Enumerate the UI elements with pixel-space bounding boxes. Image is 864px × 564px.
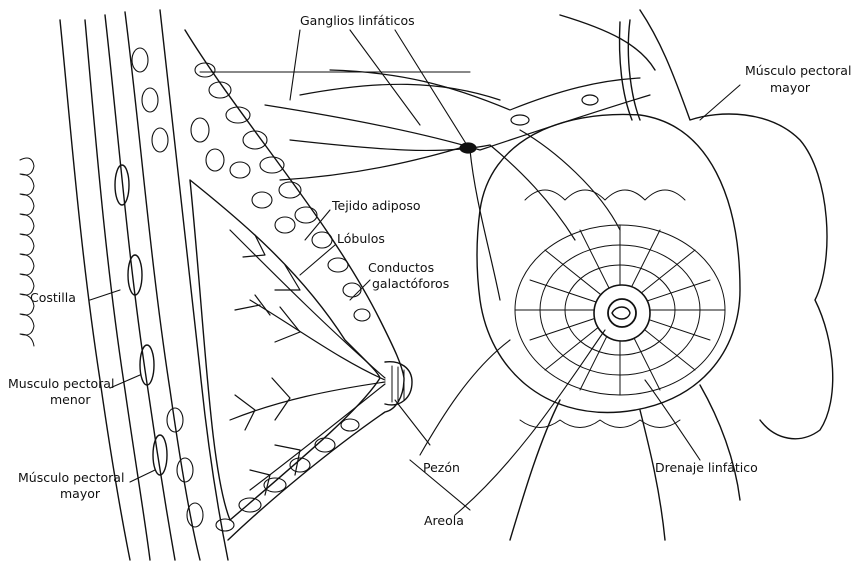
milk-ducts (230, 230, 385, 495)
lymph-node (582, 95, 598, 105)
label-pectoral-mayor-left-2: mayor (60, 486, 101, 501)
rib-section (128, 255, 142, 295)
label-pectoral-menor-2: menor (50, 392, 91, 407)
label-conductos-2: galactóforos (372, 276, 449, 291)
label-pectoral-menor-1: Musculo pectoral (8, 376, 114, 391)
label-conductos-1: Conductos (368, 260, 434, 275)
label-drenaje-linfatico: Drenaje linfático (655, 460, 758, 475)
label-pectoral-mayor-left-1: Músculo pectoral (18, 470, 124, 485)
pectoral-mayor-band (125, 12, 200, 560)
lymph-vessels (265, 70, 650, 300)
areola (594, 285, 650, 341)
lymph-node (460, 143, 476, 153)
label-pezon: Pezón (423, 460, 460, 475)
label-tejido-adiposo: Tejido adiposo (331, 198, 421, 213)
label-costilla: Costilla (30, 290, 76, 305)
lymph-node (511, 115, 529, 125)
label-lobulos: Lóbulos (337, 231, 385, 246)
breast-outline (477, 114, 740, 412)
label-pectoral-mayor-right-2: mayor (770, 80, 811, 95)
label-ganglios: Ganglios linfáticos (300, 13, 415, 28)
label-areola: Areola (424, 513, 464, 528)
label-pectoral-mayor-right-1: Músculo pectoral (745, 63, 851, 78)
